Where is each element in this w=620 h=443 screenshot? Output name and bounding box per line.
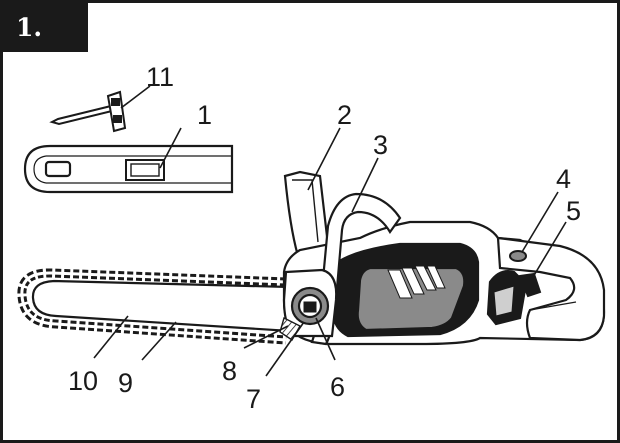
callout-3: 3 [373,130,388,160]
callout-9: 9 [118,368,133,398]
callout-2: 2 [337,100,352,130]
figure-number-tab: 1. [3,3,88,52]
callout-leaders [93,85,567,377]
callout-4: 4 [556,164,571,194]
front-hand-guard [283,170,330,258]
rear-handle [496,236,606,342]
sprocket-cover [279,268,338,341]
bar-wrench-tool [49,90,127,133]
callout-1: 1 [197,100,212,130]
switch-trigger [518,272,542,298]
callout-6: 6 [330,372,345,402]
callout-10: 10 [68,366,98,396]
callout-8: 8 [222,356,237,386]
callout-5: 5 [566,196,581,226]
lock-off-button [509,250,527,262]
callout-7: 7 [246,384,261,414]
spare-guide-bar [23,144,234,194]
chainsaw-diagram: 1 2 3 4 5 6 7 8 9 10 11 [17,62,606,414]
callout-11: 11 [146,62,174,92]
guide-bar [31,279,292,333]
